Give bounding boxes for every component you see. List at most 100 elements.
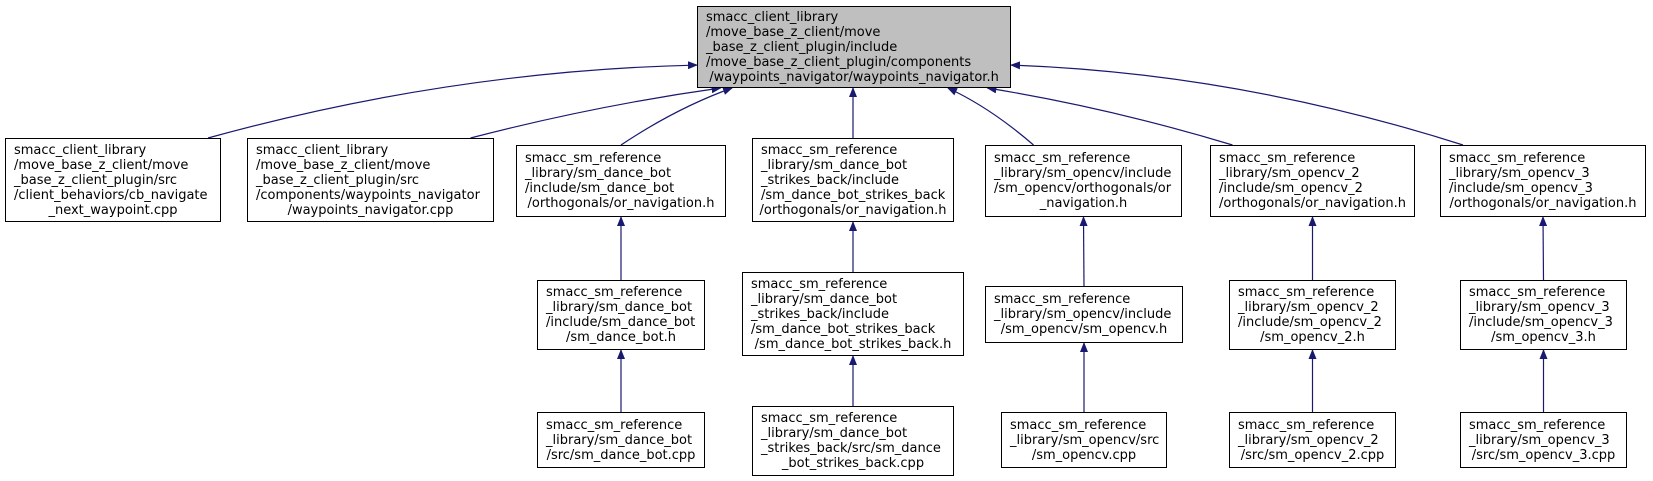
node-label-line: /move_base_z_client/move (706, 24, 881, 40)
node-label-line: _navigation.h (1039, 196, 1128, 211)
node-label-line: _strikes_back/include (761, 172, 900, 188)
node-waypoints-navigator-cpp[interactable]: smacc_client_library/move_base_z_client/… (247, 138, 494, 222)
node-label-line: _base_z_client_plugin/src (14, 172, 178, 188)
node-sm-dance-bot-cpp[interactable]: smacc_sm_reference_library/sm_dance_bot/… (537, 412, 705, 468)
node-label-line: smacc_sm_reference (1238, 285, 1375, 300)
edge-opencv_h-to-opencv_or_nav (1079, 216, 1088, 287)
node-label-line: /orthogonals/or_navigation.h (527, 196, 715, 211)
node-label-line: _strikes_back/src/sm_dance (761, 441, 941, 456)
edge-opencv2_or_nav-to-root (986, 85, 1233, 146)
node-label-line: /sm_opencv/orthogonals/or (994, 181, 1172, 196)
node-label-line: /waypoints_navigator/waypoints_navigator… (709, 69, 999, 85)
node-sm-dance-bot-h[interactable]: smacc_sm_reference_library/sm_dance_bot/… (537, 280, 705, 350)
node-label-line: _bot_strikes_back.cpp (781, 456, 925, 471)
node-label-line: smacc_sm_reference (1469, 417, 1606, 433)
node-sm-opencv-2-h[interactable]: smacc_sm_reference_library/sm_opencv_2/i… (1229, 280, 1396, 350)
node-sm-dance-bot-strikes-back-h[interactable]: smacc_sm_reference_library/sm_dance_bot_… (742, 272, 964, 356)
edge-opencv3_h-to-opencv3_or_nav (1539, 216, 1548, 281)
node-label-line: _base_z_client_plugin/include (706, 39, 898, 55)
node-root-waypoints-navigator-h[interactable]: smacc_client_library/move_base_z_client/… (697, 6, 1011, 88)
node-sm-opencv-2-cpp[interactable]: smacc_sm_reference_library/sm_opencv_2/s… (1229, 412, 1396, 468)
node-label-line: /include/sm_opencv_2 (1238, 315, 1382, 330)
node-label-line: _library/sm_opencv/include (994, 307, 1172, 322)
node-sm-opencv-3-h[interactable]: smacc_sm_reference_library/sm_opencv_3/i… (1460, 280, 1627, 350)
node-label-line: /sm_opencv/sm_opencv.h (1000, 322, 1168, 337)
node-label-line: _next_waypoint.cpp (48, 202, 178, 218)
node-label-line: _library/sm_opencv/src (1010, 432, 1160, 448)
node-label-line: /orthogonals/or_navigation.h (759, 202, 947, 218)
node-label-line: _library/sm_dance_bot (525, 166, 672, 181)
node-label-line: _library/sm_opencv_3 (1469, 432, 1610, 448)
node-label-line: smacc_sm_reference (1469, 285, 1606, 300)
node-label-line: smacc_client_library (706, 9, 839, 25)
node-label-line: _library/sm_opencv_3 (1449, 166, 1590, 181)
node-opencv-or-navigation-h[interactable]: smacc_sm_reference_library/sm_opencv/inc… (985, 145, 1182, 217)
node-label-line: smacc_sm_reference (546, 285, 683, 300)
node-strikes-back-or-navigation-h[interactable]: smacc_sm_reference_library/sm_dance_bot_… (752, 138, 954, 222)
node-dance-bot-or-navigation-h[interactable]: smacc_sm_reference_library/sm_dance_bot/… (516, 145, 726, 217)
node-label-line: _library/sm_opencv/include (994, 166, 1172, 181)
node-label-line: /sm_dance_bot_strikes_back (751, 321, 936, 337)
node-label-line: _strikes_back/include (751, 306, 890, 322)
node-label-line: /src/sm_opencv_3.cpp (1471, 447, 1616, 463)
node-sm-opencv-3-cpp[interactable]: smacc_sm_reference_library/sm_opencv_3/s… (1460, 412, 1627, 468)
node-label-line: _library/sm_opencv_3 (1469, 300, 1610, 315)
node-label-line: smacc_client_library (14, 142, 147, 158)
edge-opencv3_or_nav-to-root (1010, 61, 1464, 146)
node-label-line: /components/waypoints_navigator (256, 187, 480, 203)
node-label-line: /move_base_z_client/move (14, 157, 189, 173)
node-label-line: smacc_sm_reference (761, 411, 898, 426)
node-label-line: /client_behaviors/cb_navigate (14, 187, 208, 203)
node-label-line: /orthogonals/or_navigation.h (1449, 196, 1637, 211)
node-label-line: _library/sm_opencv_2 (1238, 300, 1379, 315)
node-label-line: /include/sm_opencv_2 (1219, 181, 1363, 196)
node-label-line: smacc_sm_reference (761, 142, 898, 158)
node-label-line: /include/sm_opencv_3 (1449, 181, 1593, 196)
node-label-line: /src/sm_dance_bot.cpp (546, 447, 696, 463)
node-label-line: /src/sm_opencv_2.cpp (1240, 447, 1385, 463)
node-cb-navigate-next-waypoint-cpp[interactable]: smacc_client_library/move_base_z_client/… (5, 138, 221, 222)
node-label-line: _library/sm_dance_bot (761, 157, 908, 173)
node-label-line: _library/sm_dance_bot (546, 300, 693, 315)
node-label-line: /include/sm_dance_bot (525, 181, 675, 196)
node-sm-dance-bot-strikes-back-cpp[interactable]: smacc_sm_reference_library/sm_dance_bot_… (752, 406, 954, 476)
node-label-line: smacc_sm_reference (1010, 417, 1147, 433)
node-label-line: smacc_sm_reference (994, 151, 1131, 166)
node-label-line: /include/sm_dance_bot (546, 315, 696, 330)
edge-dance_or_nav-to-root (620, 87, 734, 146)
node-label-line: smacc_sm_reference (525, 151, 662, 166)
node-label-line: /sm_dance_bot.h (565, 330, 677, 345)
node-label-line: smacc_sm_reference (1449, 151, 1586, 166)
node-label-line: /move_base_z_client/move (256, 157, 431, 173)
node-opencv3-or-navigation-h[interactable]: smacc_sm_reference_library/sm_opencv_3/i… (1440, 145, 1646, 217)
node-label-line: _library/sm_dance_bot (761, 426, 908, 441)
node-label-line: /sm_opencv_2.h (1260, 330, 1365, 345)
node-label-line: smacc_client_library (256, 142, 389, 158)
node-label-line: /orthogonals/or_navigation.h (1219, 196, 1406, 211)
node-label-line: /include/sm_opencv_3 (1469, 315, 1613, 330)
edge-cb_navigate-to-root (207, 61, 698, 139)
node-label-line: smacc_sm_reference (994, 292, 1131, 307)
edge-waypoints_cpp-to-root (470, 85, 722, 139)
node-sm-opencv-cpp[interactable]: smacc_sm_reference_library/sm_opencv/src… (1001, 412, 1167, 468)
node-sm-opencv-h[interactable]: smacc_sm_reference_library/sm_opencv/inc… (985, 286, 1183, 343)
node-label-line: _library/sm_dance_bot (751, 291, 898, 307)
node-opencv2-or-navigation-h[interactable]: smacc_sm_reference_library/sm_opencv_2/i… (1210, 145, 1415, 217)
node-label-line: _library/sm_dance_bot (546, 432, 693, 448)
node-label-line: _library/sm_opencv_2 (1238, 432, 1379, 448)
node-label-line: /sm_opencv.cpp (1031, 447, 1137, 463)
node-label-line: /move_base_z_client_plugin/components (706, 54, 972, 70)
node-label-line: smacc_sm_reference (546, 417, 683, 433)
node-label-line: smacc_sm_reference (1219, 151, 1356, 166)
node-label-line: /sm_dance_bot_strikes_back (761, 187, 946, 203)
edge-opencv_or_nav-to-root (947, 87, 1034, 146)
node-label-line: _library/sm_opencv_2 (1219, 166, 1360, 181)
node-label-line: _base_z_client_plugin/src (256, 172, 420, 188)
node-label-line: smacc_sm_reference (751, 276, 888, 292)
node-label-line: /sm_opencv_3.h (1491, 330, 1596, 345)
node-label-line: /waypoints_navigator.cpp (287, 202, 454, 218)
node-label-line: smacc_sm_reference (1238, 417, 1375, 433)
node-label-line: /sm_dance_bot_strikes_back.h (754, 336, 952, 352)
